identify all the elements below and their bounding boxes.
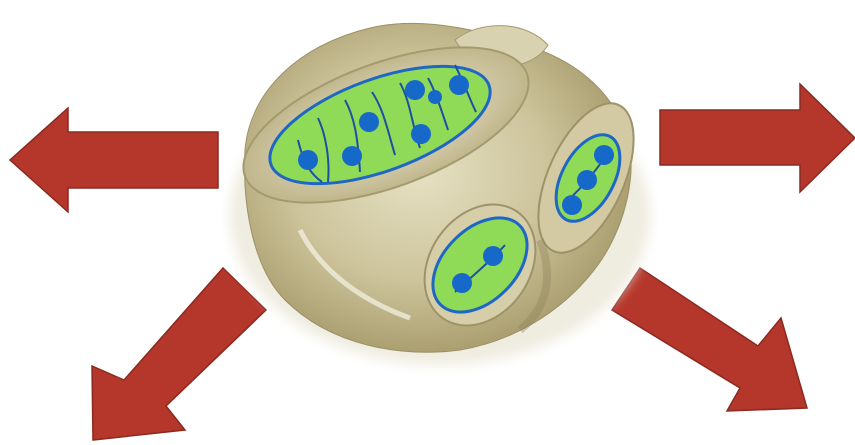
nucleus-dot (359, 112, 379, 132)
arrow-down-left-shape (92, 268, 266, 440)
nucleus-dot (449, 75, 469, 95)
arrow-down-right (612, 268, 807, 411)
nucleus-dot (577, 170, 597, 190)
nucleus-dot (562, 195, 582, 215)
nucleus-dot (452, 273, 472, 293)
nucleus-dot (342, 146, 362, 166)
nucleus-dot (298, 150, 318, 170)
arrow-right-shape (660, 84, 855, 192)
arrow-left (10, 108, 218, 212)
nucleus-dot (405, 80, 425, 100)
nucleus-dot (594, 145, 614, 165)
arrow-right (660, 84, 855, 192)
arrow-left-shape (10, 108, 218, 212)
arrow-down-left (92, 268, 266, 440)
arrow-down-right-shape (612, 268, 807, 411)
nucleus-dot (483, 246, 503, 266)
nucleus-dot (428, 90, 442, 104)
nucleus-dot (411, 124, 431, 144)
